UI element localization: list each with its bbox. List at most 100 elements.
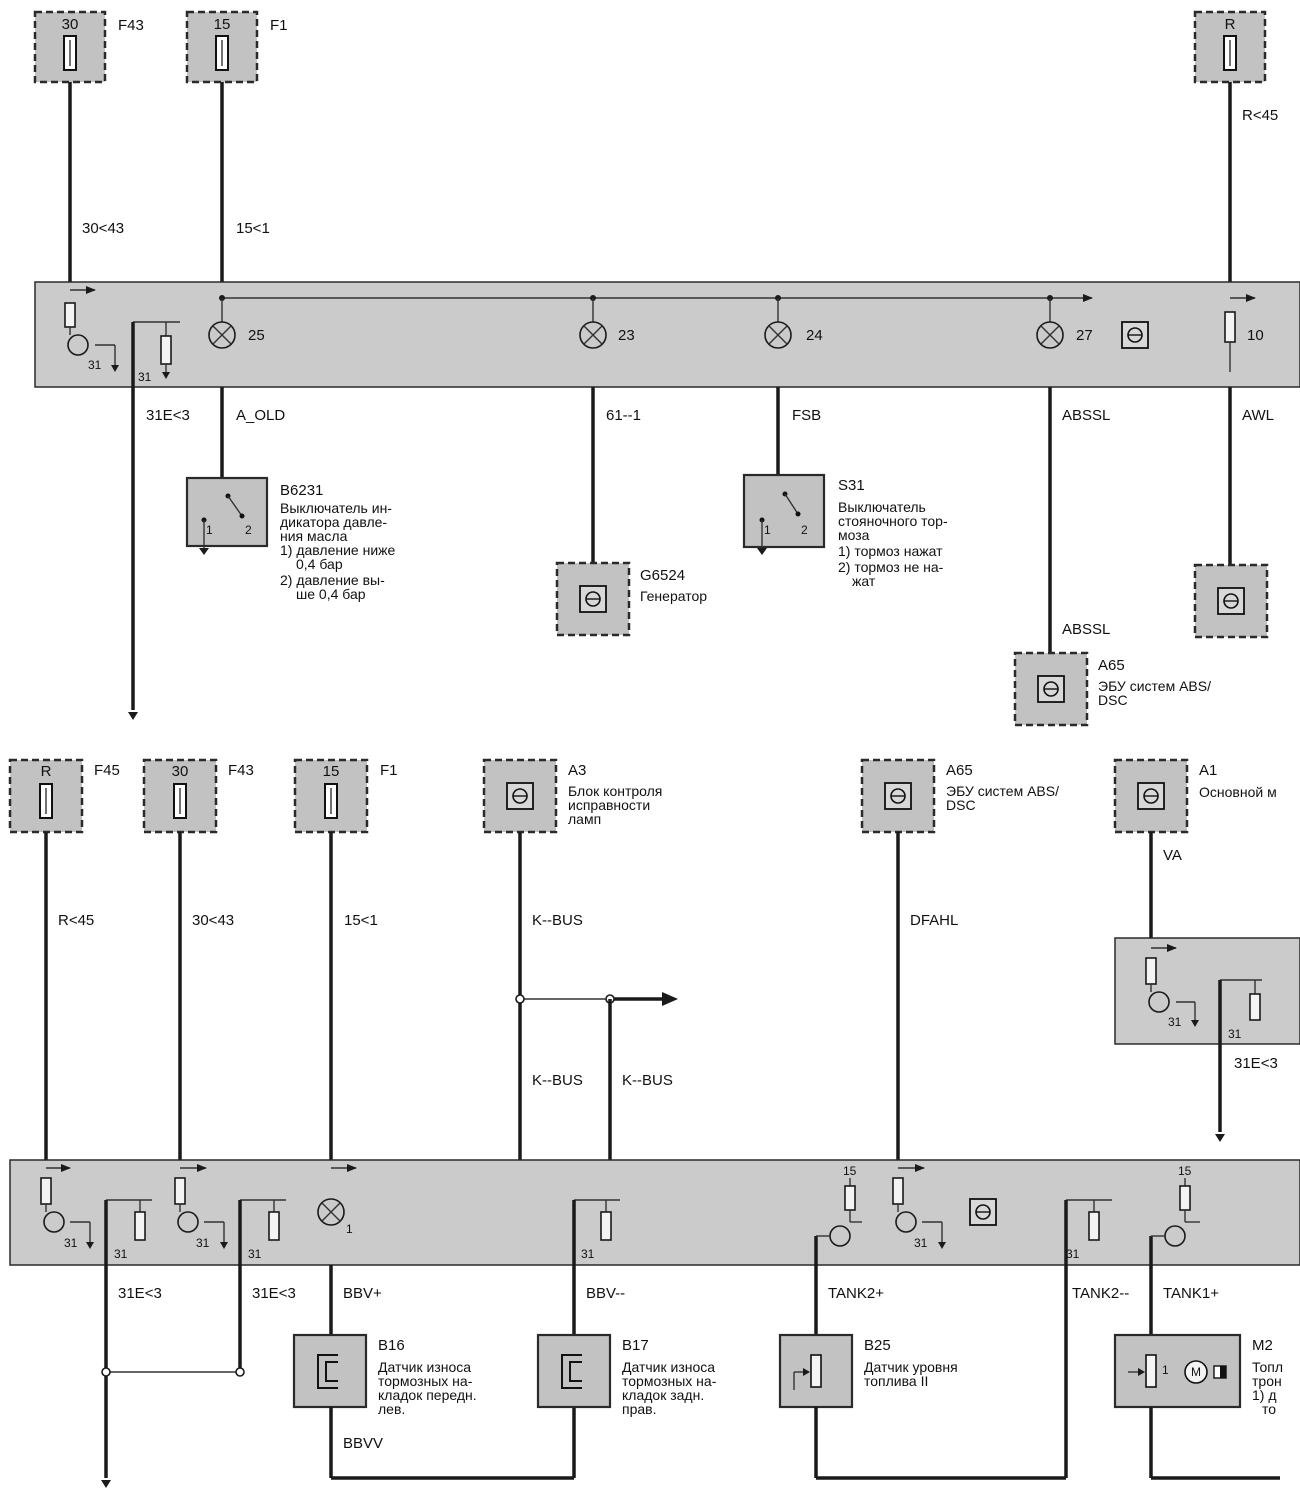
wire-r-45-top-label: R<45 (1242, 107, 1278, 124)
fuel-level-sensor-b25 (778, 1333, 854, 1409)
brake-wear-sensor-b16 (292, 1333, 368, 1409)
b25-id: B25 (864, 1337, 891, 1354)
wire-abssl-label: ABSSL (1062, 407, 1110, 424)
pin-10-label: 10 (1247, 327, 1264, 344)
m2-desc-3: 1) д (1252, 1387, 1277, 1403)
instrument-module-top: 31 31 25 23 24 27 (34, 281, 1300, 388)
s31-desc-6: жат (852, 573, 876, 589)
s31-id: S31 (838, 477, 865, 494)
fuse-f1: 15 F1 (185, 10, 288, 84)
wire-a-old-label: A_OLD (236, 407, 285, 424)
a3-desc-1: Блок контроля (568, 783, 662, 799)
lamp-24-label: 24 (806, 327, 823, 344)
wire-15-1-label: 15<1 (236, 220, 270, 237)
fuse-f43-bottom-pin: 30 (172, 763, 189, 780)
b6231-desc-5: 0,4 бар (296, 556, 343, 572)
wire-bbv-plus-label: BBV+ (343, 1285, 382, 1302)
right-component-top (1193, 563, 1269, 639)
bottom-pin-g2: 31 (114, 1247, 128, 1261)
parking-brake-switch-s31: 1 2 (742, 473, 826, 555)
brake-wear-sensor-b17 (536, 1333, 612, 1409)
bottom-pin-g1: 31 (64, 1236, 78, 1250)
wire-30-43-bottom-label: 30<43 (192, 912, 234, 929)
bottom-pin-g5: 31 (581, 1247, 595, 1261)
b16-desc-4: лев. (378, 1401, 405, 1417)
fuse-f43-bottom-label: F43 (228, 762, 254, 779)
bottom-pin-g3: 31 (196, 1236, 210, 1250)
wire-awl-label: AWL (1242, 407, 1274, 424)
lamp-23-label: 23 (618, 327, 635, 344)
a1-internal-module: 31 31 (1114, 937, 1300, 1045)
fuse-f1-pin: 15 (214, 16, 231, 33)
s31-desc-2: стояночного тор- (838, 513, 948, 529)
wire-bbv-minus-label: BBV-- (586, 1285, 625, 1302)
g6524-desc: Генератор (640, 588, 707, 604)
abs-ecu-a65-bottom (860, 758, 936, 834)
wire-tank2-plus-label: TANK2+ (828, 1285, 884, 1302)
b6231-desc-1: Выключатель ин- (280, 500, 392, 516)
fuse-f45: R F45 (8, 758, 120, 834)
bottom-pin-g7: 31 (1066, 1247, 1080, 1261)
b17-desc-2: тормозных на- (622, 1373, 717, 1389)
top-ground-31a: 31 (88, 358, 102, 372)
fuse-f1-bottom: 15 F1 (293, 758, 398, 834)
b16-desc-3: кладок передн. (378, 1387, 477, 1403)
abs-ecu-a65-top (1013, 651, 1089, 727)
b17-desc-1: Датчик износа (622, 1359, 715, 1375)
a65-top-desc-1: ЭБУ систем ABS/ (1098, 678, 1211, 694)
s31-desc-3: моза (838, 527, 870, 543)
b17-desc-4: прав. (622, 1401, 656, 1417)
oil-pressure-switch-b6231: 1 2 (185, 476, 269, 555)
bottom-lamp-1: 1 (346, 1222, 353, 1236)
fuse-f43-bottom: 30 F43 (142, 758, 254, 834)
b6231-contact-2: 2 (245, 523, 252, 537)
b16-desc-1: Датчик износа (378, 1359, 471, 1375)
wire-abssl-lower-label: ABSSL (1062, 621, 1110, 638)
g6524-id: G6524 (640, 567, 685, 584)
wire-kbus-a3-label: K--BUS (532, 912, 583, 929)
wire-fsb-label: FSB (792, 407, 821, 424)
top-ground-31b: 31 (138, 370, 152, 384)
a65-bottom-id: A65 (946, 762, 973, 779)
b6231-desc-6: 2) давление вы- (280, 572, 385, 588)
fuse-f43-pin: 30 (62, 16, 79, 33)
b16-id: B16 (378, 1337, 405, 1354)
b17-id: B17 (622, 1337, 649, 1354)
bottom-pin-g4: 31 (248, 1247, 262, 1261)
s31-desc-4: 1) тормоз нажат (838, 543, 943, 559)
a1-ground-label: 31E<3 (1234, 1055, 1278, 1072)
b25-desc-1: Датчик уровня (864, 1359, 958, 1375)
bottom-control-unit-icon (969, 1198, 997, 1226)
a1-pin-31a: 31 (1168, 1015, 1182, 1029)
wire-tank2-minus-label: TANK2-- (1072, 1285, 1129, 1302)
b6231-id: B6231 (280, 482, 323, 499)
fuel-pump-m2: 1 M (1113, 1333, 1242, 1409)
wire-31e3-bottom-2-label: 31E<3 (252, 1285, 296, 1302)
a3-desc-3: ламп (568, 811, 601, 827)
wire-bbvv-label: BBVV (343, 1435, 383, 1452)
b6231-desc-3: ния масла (280, 528, 348, 544)
a65-bottom-desc-1: ЭБУ систем ABS/ (946, 783, 1059, 799)
fuse-f1-bottom-pin: 15 (323, 763, 340, 780)
fuse-f43: 30 F43 (33, 10, 144, 84)
wire-31e3-top-label: 31E<3 (146, 407, 190, 424)
m2-id: M2 (1252, 1337, 1273, 1354)
s31-contact-1: 1 (764, 523, 771, 537)
a65-top-id: A65 (1098, 657, 1125, 674)
lamp-check-module-a3 (482, 758, 558, 834)
fuse-f45-pin: R (41, 763, 52, 780)
fuse-f43-label: F43 (118, 17, 144, 34)
wire-kbus-right-label: K--BUS (622, 1072, 673, 1089)
m2-desc-2: трон (1252, 1373, 1282, 1389)
instrument-module-bottom: 31 31 31 31 1 31 15 (9, 1159, 1300, 1266)
b16-desc-2: тормозных на- (378, 1373, 473, 1389)
bottom-pin-15b: 15 (1178, 1164, 1192, 1178)
b6231-desc-4: 1) давление ниже (280, 542, 396, 558)
fuse-r-top-pin: R (1225, 16, 1236, 33)
a1-pin-31b: 31 (1228, 1027, 1242, 1041)
fuse-f45-label: F45 (94, 762, 120, 779)
a3-desc-2: исправности (568, 797, 650, 813)
main-module-a1 (1113, 758, 1189, 834)
b6231-desc-7: ше 0,4 бар (296, 586, 366, 602)
